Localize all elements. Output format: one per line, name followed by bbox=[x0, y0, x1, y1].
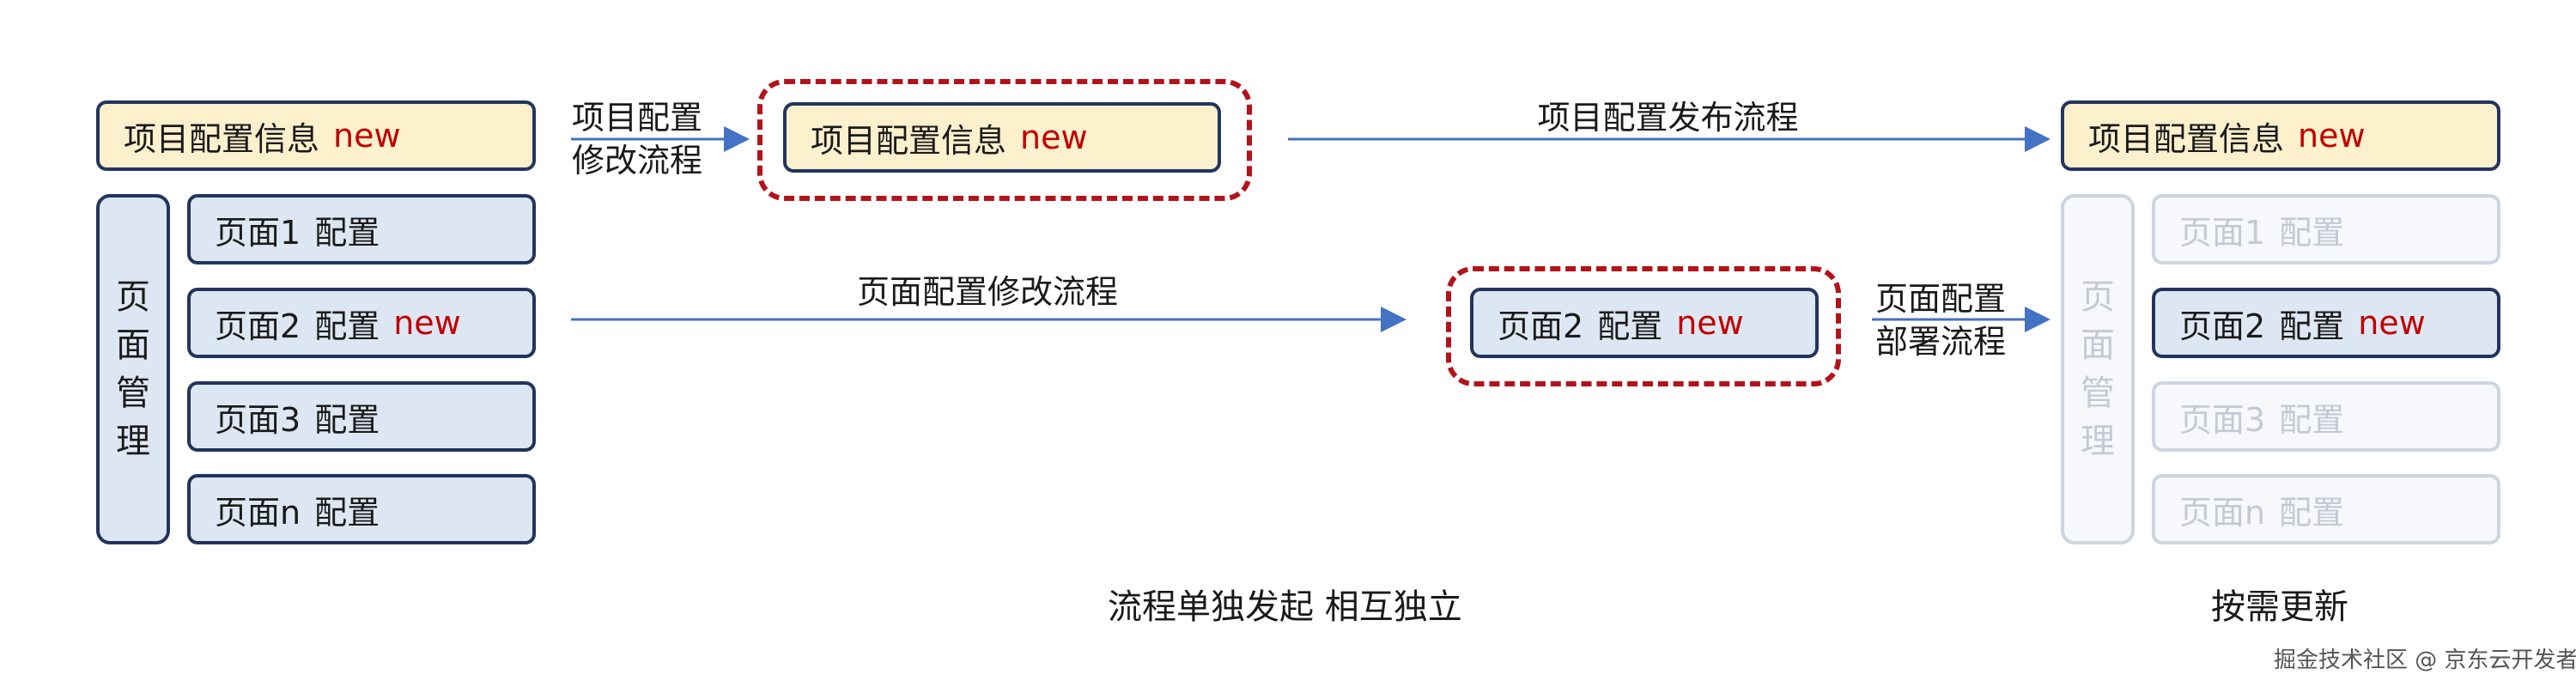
page-name: 页面3 bbox=[2179, 400, 2266, 439]
project-publish-flow-label: 项目配置发布流程 bbox=[1288, 96, 2048, 139]
project-config-label: 项目配置信息 bbox=[811, 121, 1007, 160]
config-label: 配置 bbox=[314, 307, 380, 345]
label-line: 页面配置 bbox=[1875, 280, 2007, 318]
config-label: 配置 bbox=[2279, 307, 2345, 345]
label-text: 页面配置修改流程 bbox=[856, 273, 1118, 311]
page-deploy-flow-label: 页面配置 部署流程 bbox=[1875, 277, 2006, 363]
page-name: 页面n bbox=[2179, 493, 2266, 532]
label-text: 项目配置发布流程 bbox=[1537, 99, 1799, 137]
config-label: 配置 bbox=[2279, 213, 2345, 252]
watermark: 掘金技术社区 @ 京东云开发者 bbox=[2274, 647, 2576, 673]
left-page-mgmt-char: 面 bbox=[116, 325, 150, 365]
left-project-config-label: 项目配置信息 bbox=[124, 119, 320, 158]
right-page-2-config: 页面2 配置 new bbox=[2152, 288, 2500, 358]
left-page-1-config: 页面1 配置 bbox=[187, 194, 536, 264]
left-page-mgmt-char: 页 bbox=[116, 277, 150, 317]
left-project-config-box: 项目配置信息 new bbox=[96, 100, 536, 171]
page-change-highlight bbox=[1446, 266, 1841, 386]
page-mgmt-char: 页 bbox=[2081, 277, 2115, 317]
right-page-n-config: 页面n 配置 bbox=[2152, 474, 2500, 544]
page-name: 页面2 bbox=[215, 307, 301, 345]
middle-page-2-config: 页面2 配置 new bbox=[1470, 288, 1819, 358]
config-label: 配置 bbox=[314, 493, 380, 532]
new-tag: new bbox=[393, 304, 461, 342]
page-name: 页面n bbox=[215, 493, 301, 532]
config-label: 配置 bbox=[2279, 400, 2345, 439]
page-mgmt-char: 面 bbox=[2081, 325, 2115, 365]
new-tag: new bbox=[1020, 119, 1088, 156]
label-line: 修改流程 bbox=[572, 142, 703, 179]
right-page-1-config: 页面1 配置 bbox=[2152, 194, 2500, 264]
page-edit-flow-label: 页面配置修改流程 bbox=[571, 271, 1404, 313]
config-label: 配置 bbox=[314, 400, 380, 439]
new-tag: new bbox=[2358, 304, 2426, 342]
left-project-new-tag: new bbox=[333, 117, 401, 155]
project-change-highlight bbox=[757, 79, 1252, 201]
project-edit-flow-label: 项目配置 修改流程 bbox=[572, 96, 702, 182]
new-tag: new bbox=[2298, 117, 2366, 155]
page-name: 页面1 bbox=[2179, 213, 2266, 252]
page-name: 页面2 bbox=[2179, 307, 2266, 345]
right-caption: 按需更新 bbox=[2211, 587, 2348, 627]
left-page-n-config: 页面n 配置 bbox=[187, 474, 536, 544]
right-page-management: 页 面 管 理 bbox=[2061, 194, 2135, 544]
page-mgmt-char: 理 bbox=[2081, 422, 2115, 461]
left-page-mgmt-char: 理 bbox=[116, 422, 150, 461]
label-line: 部署流程 bbox=[1875, 323, 2007, 361]
left-page-2-config: 页面2 配置 new bbox=[187, 288, 536, 358]
middle-project-config-box: 项目配置信息 new bbox=[783, 102, 1221, 173]
page-name: 页面2 bbox=[1498, 307, 1584, 345]
left-page-management: 页 面 管 理 bbox=[96, 194, 170, 544]
config-label: 配置 bbox=[2279, 493, 2345, 532]
page-mgmt-char: 管 bbox=[2081, 374, 2115, 413]
label-line: 项目配置 bbox=[572, 99, 703, 137]
left-page-3-config: 页面3 配置 bbox=[187, 381, 536, 452]
right-project-config-box: 项目配置信息 new bbox=[2061, 100, 2500, 171]
config-label: 配置 bbox=[314, 213, 380, 252]
project-config-label: 项目配置信息 bbox=[2088, 119, 2285, 158]
page-name: 页面3 bbox=[215, 400, 301, 439]
middle-caption: 流程单独发起 相互独立 bbox=[1108, 587, 1462, 627]
right-page-3-config: 页面3 配置 bbox=[2152, 381, 2500, 452]
left-page-mgmt-char: 管 bbox=[116, 374, 150, 413]
config-label: 配置 bbox=[1597, 307, 1663, 345]
page-name: 页面1 bbox=[215, 213, 301, 252]
new-tag: new bbox=[1676, 304, 1744, 342]
